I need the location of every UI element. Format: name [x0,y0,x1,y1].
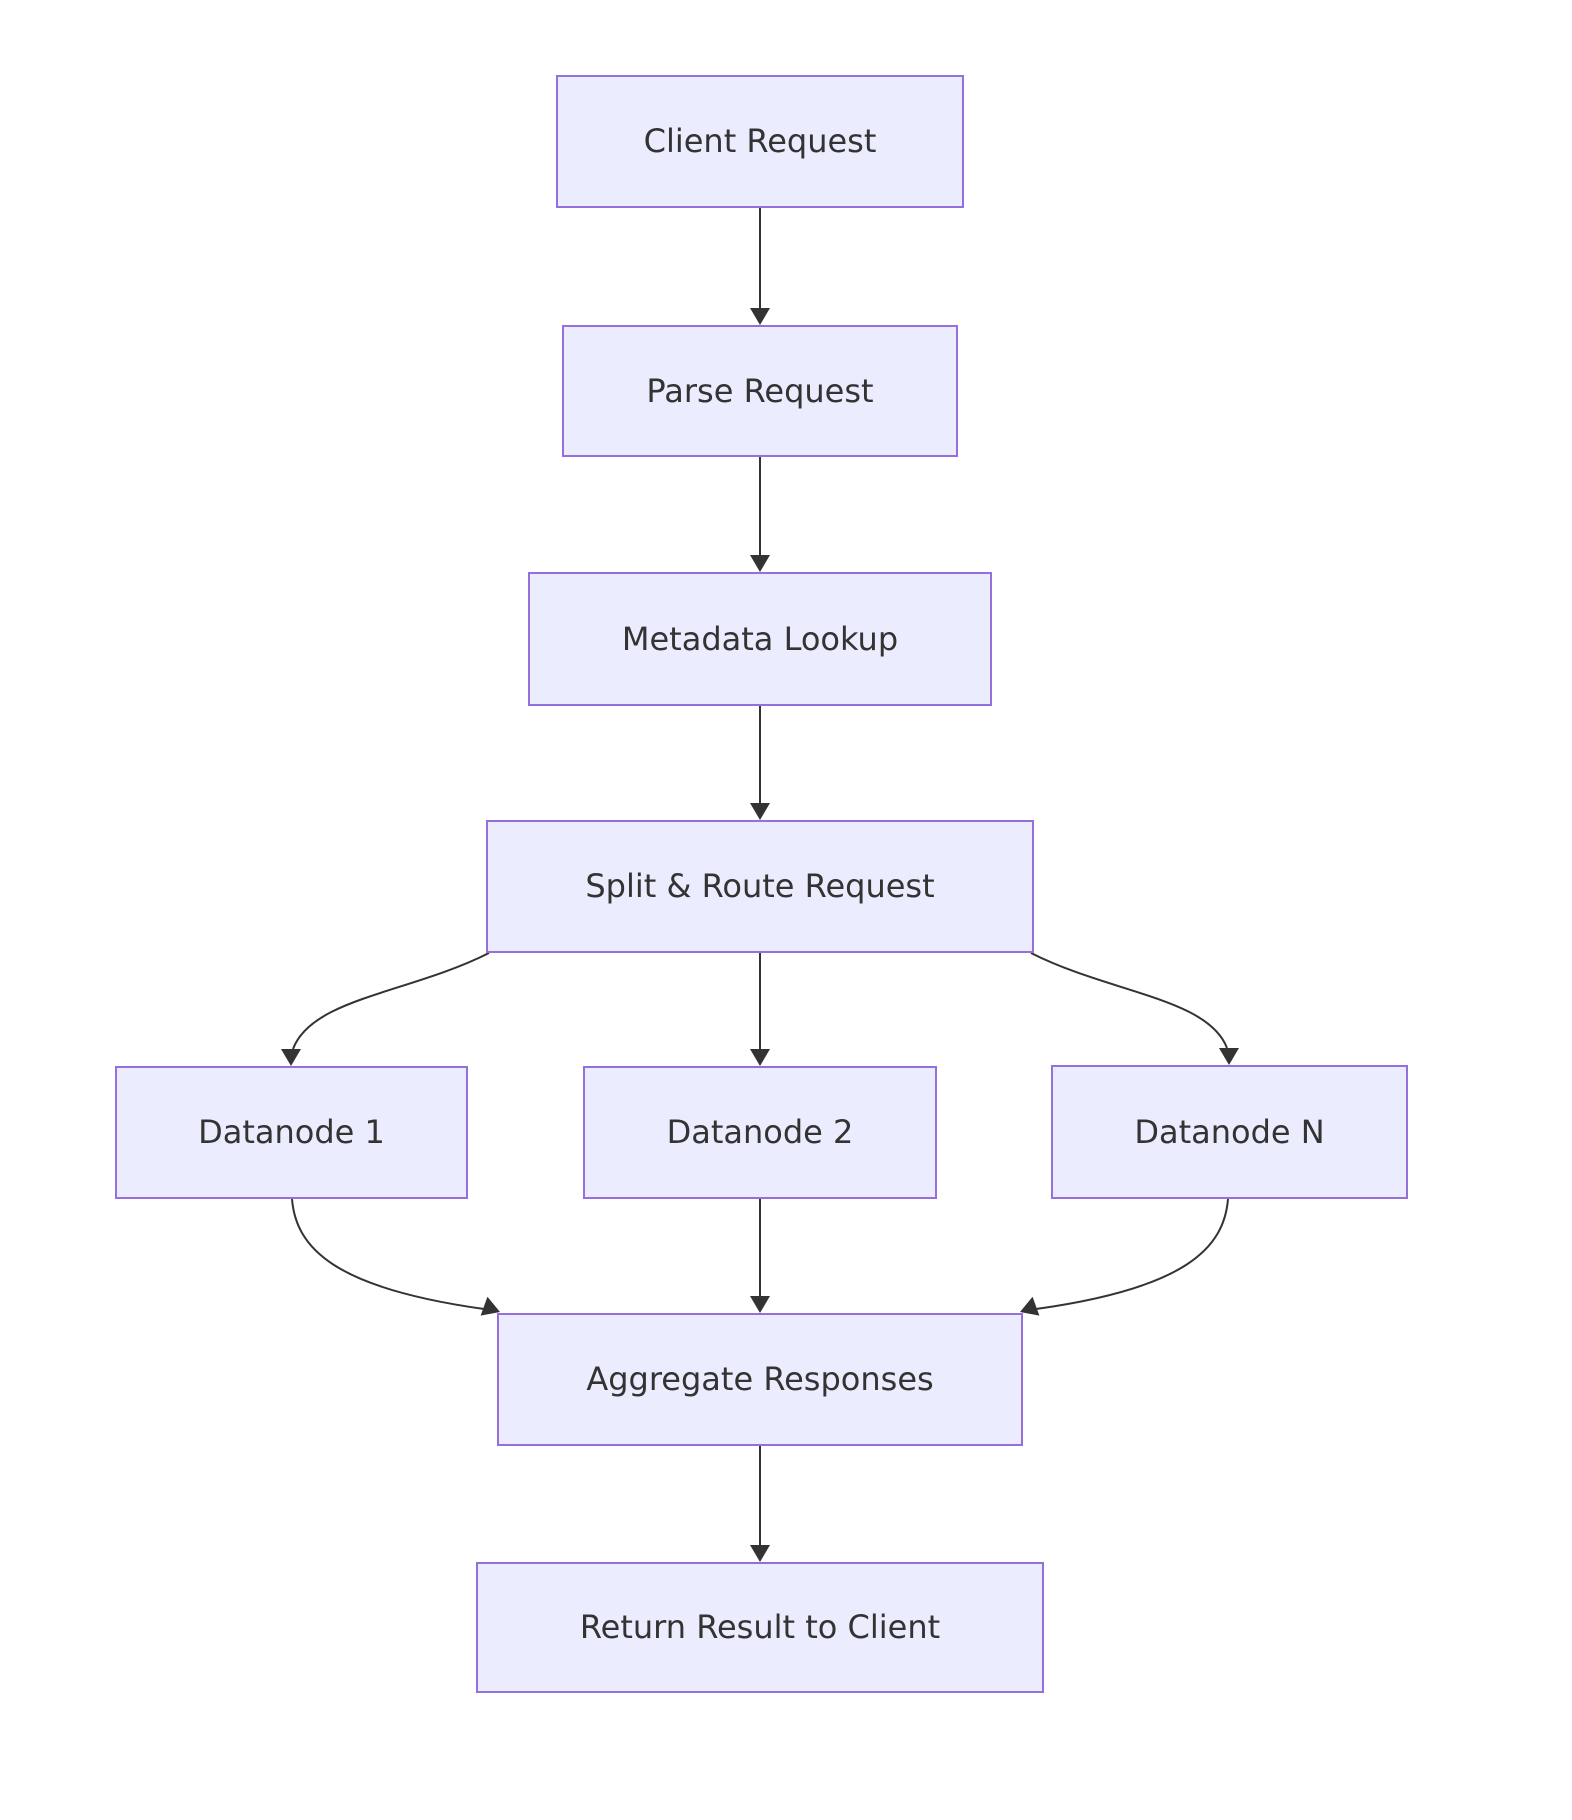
node-return-result-to-client: Return Result to Client [476,1562,1044,1693]
arrowhead-icon [750,1296,770,1313]
arrowhead-icon [750,1049,770,1066]
arrowhead-icon [750,803,770,820]
edge-datanodeN-to-aggregate [1035,1198,1229,1310]
node-label: Metadata Lookup [621,619,899,658]
arrowhead-icon [750,308,770,325]
edge-split-to-datanode1 [292,952,490,1050]
node-metadata-lookup: Metadata Lookup [528,572,992,706]
node-datanode-1: Datanode 1 [115,1066,468,1199]
edge-datanode1-to-aggregate [291,1198,485,1310]
node-label: Client Request [643,122,877,161]
node-label: Aggregate Responses [586,1360,934,1399]
arrowhead-icon [750,1545,770,1562]
node-label: Split & Route Request [585,867,935,906]
arrowhead-icon [480,1296,500,1316]
node-label: Datanode N [1134,1112,1325,1151]
node-parse-request: Parse Request [562,325,958,457]
node-aggregate-responses: Aggregate Responses [497,1313,1023,1446]
node-client-request: Client Request [556,75,964,208]
node-datanode-n: Datanode N [1051,1065,1408,1199]
arrowhead-icon [281,1049,301,1066]
arrowhead-icon [1219,1048,1239,1065]
arrowhead-icon [1020,1296,1040,1316]
node-label: Parse Request [646,371,874,410]
arrowhead-icon [750,555,770,572]
node-label: Datanode 1 [198,1113,385,1152]
node-label: Return Result to Client [579,1608,941,1647]
node-label: Datanode 2 [666,1113,854,1152]
node-split-route-request: Split & Route Request [486,820,1034,953]
node-datanode-2: Datanode 2 [583,1066,937,1199]
edge-split-to-datanodeN [1030,952,1228,1049]
